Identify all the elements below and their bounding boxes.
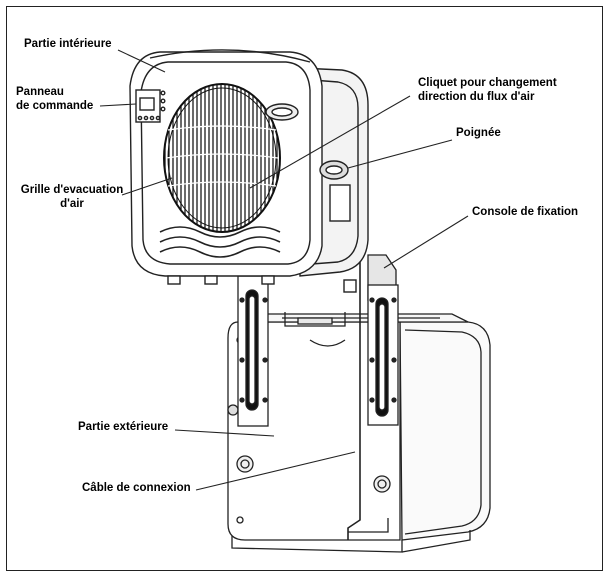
exterior-unit: [227, 312, 491, 553]
label-exterior-unit: Partie extérieure: [78, 421, 169, 433]
label-control-panel-line1: Panneau: [16, 86, 64, 98]
label-handle: Poignée: [456, 127, 501, 139]
label-airflow-ratchet-line1: Cliquet pour changement: [418, 77, 557, 89]
label-connection-cable: Câble de connexion: [82, 482, 191, 494]
label-air-grille-line2: d'air: [60, 198, 84, 210]
label-mounting-bracket: Console de fixation: [472, 206, 579, 218]
label-air-grille-line1: Grille d'evacuation: [20, 184, 124, 196]
figure-border: [6, 6, 603, 571]
label-interior-unit: Partie intérieure: [24, 38, 112, 50]
callout-lines: [99, 49, 469, 491]
left-bracket-rail: [237, 275, 269, 427]
interior-unit: [129, 49, 369, 293]
label-control-panel-line2: de commande: [16, 100, 94, 112]
label-airflow-ratchet-line2: direction du flux d'air: [418, 91, 535, 103]
right-bracket: [347, 254, 399, 540]
